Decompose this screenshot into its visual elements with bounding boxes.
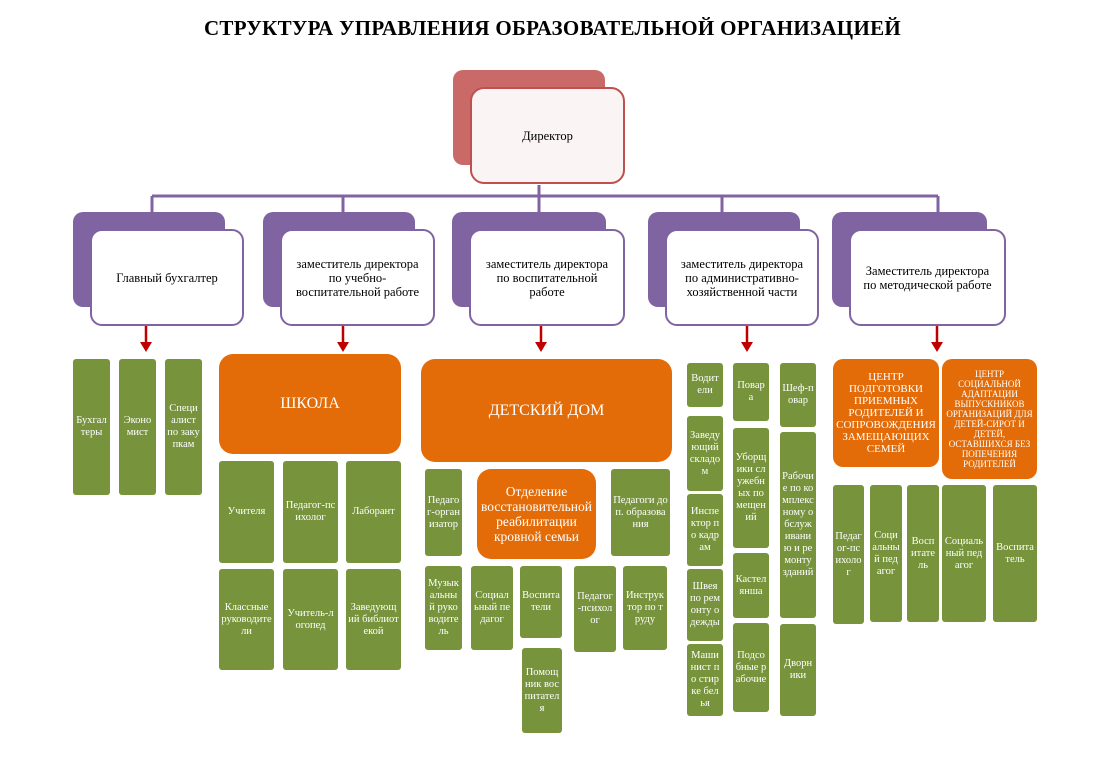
staff-box-auxiliary-workers: Подсобные рабочие bbox=[733, 623, 769, 712]
deputy-administrative: заместитель директора по административно… bbox=[665, 229, 819, 326]
arrow-down-icon bbox=[337, 326, 349, 352]
unit-school: ШКОЛА bbox=[219, 354, 401, 454]
staff-box-janitors: Дворники bbox=[780, 624, 816, 716]
staff-box-accountants: Бухгалтеры bbox=[73, 359, 110, 495]
staff-box-psychologist: Педагог-психолог bbox=[574, 566, 616, 652]
arrow-down-icon bbox=[741, 326, 753, 352]
staff-box-class-teachers: Классные руководители bbox=[219, 569, 274, 670]
staff-box-psychologist: Педагог-психолог bbox=[283, 461, 338, 563]
unit-rehabilitation-department: Отделение восстановительной реабилитации… bbox=[477, 469, 596, 559]
staff-box-lab-assistant: Лаборант bbox=[346, 461, 401, 563]
staff-box-laundry-machinist: Машинист по стирке белья bbox=[687, 644, 723, 716]
staff-box-caregivers: Воспитатели bbox=[520, 566, 562, 638]
staff-box-music-director: Музыкальный руководитель bbox=[425, 566, 462, 650]
staff-box-procurement-specialist: Специалист по закупкам bbox=[165, 359, 202, 495]
staff-box-caregiver-assistant: Помощник воспитателя bbox=[522, 648, 562, 733]
staff-box-hr-inspector: Инспектор по кадрам bbox=[687, 494, 723, 566]
staff-box-social-pedagogue: Социальный педагог bbox=[870, 485, 902, 622]
staff-box-teachers: Учителя bbox=[219, 461, 274, 563]
staff-box-chef: Шеф-повар bbox=[780, 363, 816, 427]
staff-box-social-pedagogue: Социальный педагог bbox=[471, 566, 513, 650]
director-box: Директор bbox=[470, 87, 625, 184]
arrow-down-icon bbox=[140, 326, 152, 352]
staff-box-labor-instructor: Инструктор по труду bbox=[623, 566, 667, 650]
staff-box-speech-therapist: Учитель-логопед bbox=[283, 569, 338, 670]
staff-box-librarian: Заведующий библиотекой bbox=[346, 569, 401, 670]
staff-box-psychologist: Педагог-психолог bbox=[833, 485, 864, 624]
arrow-down-icon bbox=[931, 326, 943, 352]
deputy-methodical-work: Заместитель директора по методической ра… bbox=[849, 229, 1006, 326]
staff-box-warehouse-manager: Заведующий складом bbox=[687, 416, 723, 491]
arrow-down-icon bbox=[535, 326, 547, 352]
staff-box-cooks: Повара bbox=[733, 363, 769, 421]
unit-foster-parents-center: ЦЕНТР ПОДГОТОВКИ ПРИЕМНЫХ РОДИТЕЛЕЙ И СО… bbox=[833, 359, 939, 467]
unit-orphanage: ДЕТСКИЙ ДОМ bbox=[421, 359, 672, 462]
page-title: СТРУКТУРА УПРАВЛЕНИЯ ОБРАЗОВАТЕЛЬНОЙ ОРГ… bbox=[203, 16, 902, 40]
staff-box-maintenance-workers: Рабочие по комплексному обслуживанию и р… bbox=[780, 432, 816, 618]
staff-box-cleaners: Уборщики служебных помещений bbox=[733, 428, 769, 548]
staff-box-drivers: Водители bbox=[687, 363, 723, 407]
staff-box-extra-education: Педагоги доп. образования bbox=[611, 469, 670, 556]
staff-box-caregiver: Воспитатель bbox=[993, 485, 1037, 622]
staff-box-economist: Экономист bbox=[119, 359, 156, 495]
deputy-educational-work: заместитель директора по учебно-воспитат… bbox=[280, 229, 435, 326]
staff-box-social-pedagogue: Социальный педагог bbox=[942, 485, 986, 622]
staff-box-seamstress: Швея по ремонту одежды bbox=[687, 569, 723, 641]
staff-box-caregiver: Воспитатель bbox=[907, 485, 939, 622]
staff-box-organizer: Педагог-организатор bbox=[425, 469, 462, 556]
deputy-chief-accountant: Главный бухгалтер bbox=[90, 229, 244, 326]
staff-box-linen-keeper: Кастелянша bbox=[733, 553, 769, 618]
unit-graduates-adaptation-center: ЦЕНТР СОЦИАЛЬНОЙ АДАПТАЦИИ ВЫПУСКНИКОВ О… bbox=[942, 359, 1037, 479]
deputy-upbringing-work: заместитель директора по воспитательной … bbox=[469, 229, 625, 326]
